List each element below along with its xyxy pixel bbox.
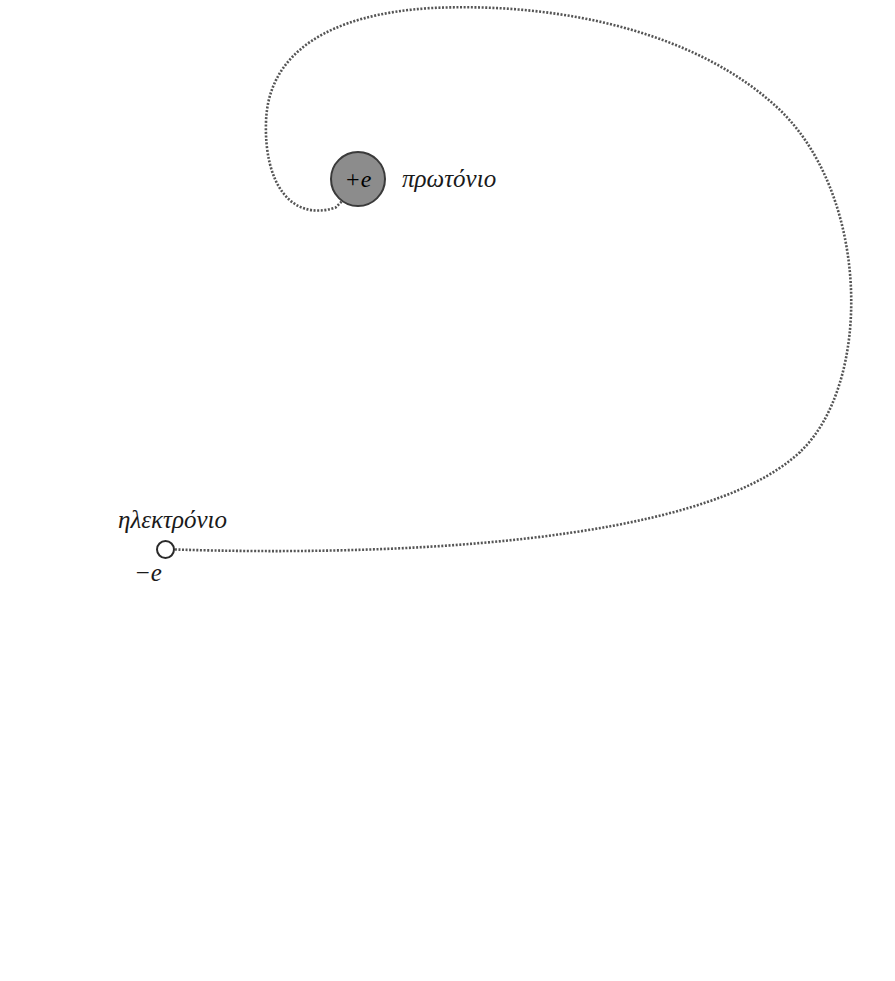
charge-label: −e: [134, 559, 162, 587]
electron-circle: ηλεκτρόνιο−e: [156, 540, 175, 559]
charge-label: +e: [345, 166, 372, 193]
particle-name: ηλεκτρόνιο: [118, 506, 227, 534]
trajectory-spiral: [175, 7, 851, 551]
proton-circle: +eπρωτόνιο: [330, 151, 386, 207]
particle-name: πρωτόνιο: [402, 165, 496, 193]
